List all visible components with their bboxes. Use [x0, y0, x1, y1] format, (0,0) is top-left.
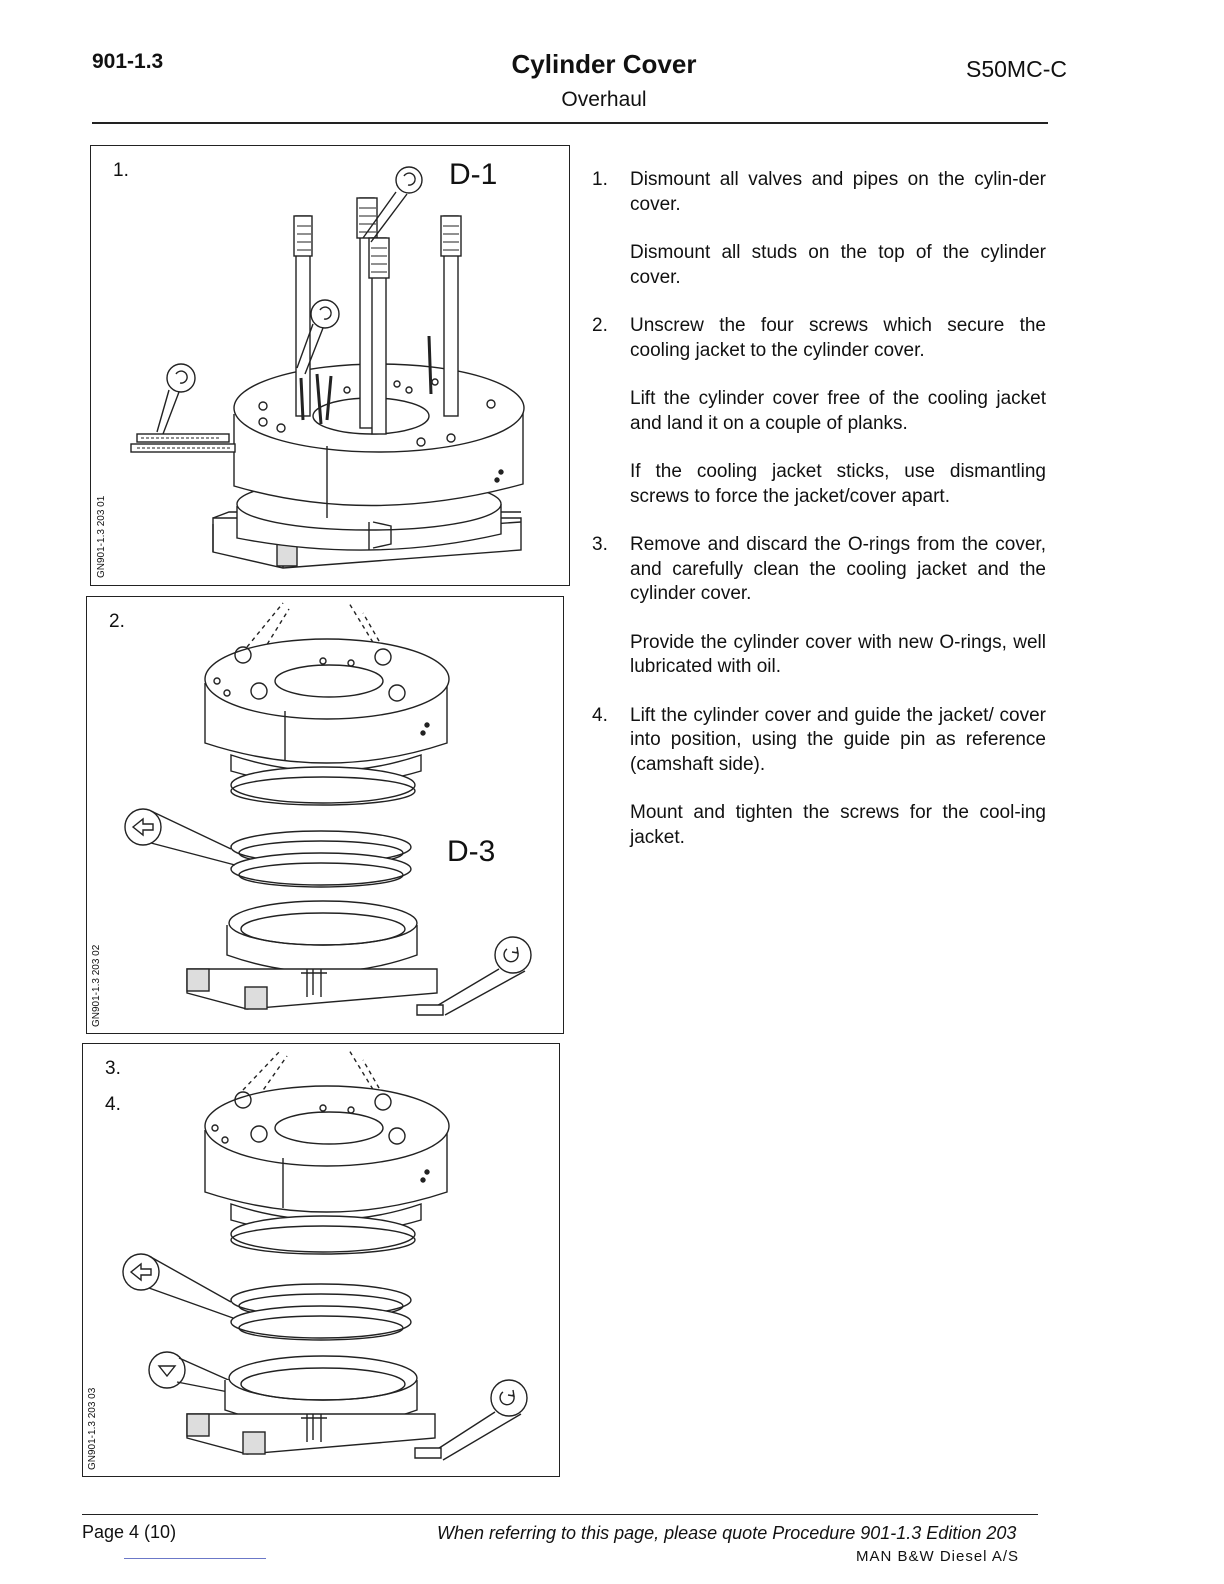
figure-2-code: GN901-1.3 203 02 — [91, 944, 102, 1027]
figure-1-label: D-1 — [449, 158, 498, 191]
engine-type: S50MC-C — [966, 56, 1067, 82]
figure-1-number: 1. — [113, 160, 129, 181]
figure-3-number: 3. — [105, 1058, 121, 1079]
step-number: 4. — [592, 704, 608, 726]
step-text: Unscrew the four screws which secure the… — [630, 315, 1046, 361]
step-4: 4. Lift the cylinder cover and guide the… — [592, 704, 1046, 851]
footer-maker: MAN B&W Diesel A/S — [856, 1548, 1020, 1565]
doc-number: 901-1.3 — [92, 50, 164, 73]
step-text: Provide the cylinder cover with new O-ri… — [630, 631, 1046, 678]
figure-panel-3: 3. 4. GN901-1.3 203 03 — [82, 1043, 560, 1477]
step-3: 3. Remove and discard the O-rings from t… — [592, 533, 1046, 680]
step-text: Lift the cylinder cover free of the cool… — [630, 388, 1046, 434]
step-number: 2. — [592, 315, 608, 336]
figure-2-drawing — [124, 602, 532, 1016]
figure-panel-1: 1. D-1 GN901-1.3 203 01 — [90, 145, 570, 586]
page-number: Page 4 (10) — [82, 1522, 177, 1542]
page-title: Cylinder Cover — [511, 49, 697, 79]
step-2: 2. Unscrew the four screws which secure … — [592, 314, 1046, 509]
figure-2-label: D-3 — [447, 835, 496, 868]
instruction-steps: 1. Dismount all valves and pipes on the … — [592, 168, 1046, 874]
figure-3-drawing — [122, 1049, 528, 1461]
step-text: Mount and tighten the screws for the coo… — [630, 802, 1046, 848]
step-text: Lift the cylinder cover and guide the ja… — [630, 704, 1046, 775]
figure-3-code: GN901-1.3 203 03 — [87, 1387, 98, 1470]
figure-2-number: 2. — [109, 611, 125, 632]
step-1: 1. Dismount all valves and pipes on the … — [592, 168, 1046, 290]
figure-1-drawing — [130, 166, 525, 569]
step-text: Remove and discard the O-rings from the … — [630, 534, 1046, 604]
figure-4-number: 4. — [105, 1094, 121, 1115]
figure-1-code: GN901-1.3 203 01 — [96, 495, 107, 578]
header-rule — [92, 122, 1048, 124]
step-text: Dismount all valves and pipes on the cyl… — [630, 169, 1046, 215]
footer-mark — [124, 1558, 266, 1559]
step-number: 3. — [592, 534, 608, 555]
footer-rule — [82, 1514, 1038, 1515]
footer-reference: When referring to this page, please quot… — [437, 1523, 1017, 1543]
step-text: Dismount all studs on the top of the cyl… — [630, 242, 1046, 288]
figure-panel-2: 2. D-3 GN901-1.3 203 02 — [86, 596, 564, 1034]
step-text: If the cooling jacket sticks, use disman… — [630, 461, 1046, 507]
step-number: 1. — [592, 169, 608, 190]
page-subtitle: Overhaul — [561, 88, 647, 111]
